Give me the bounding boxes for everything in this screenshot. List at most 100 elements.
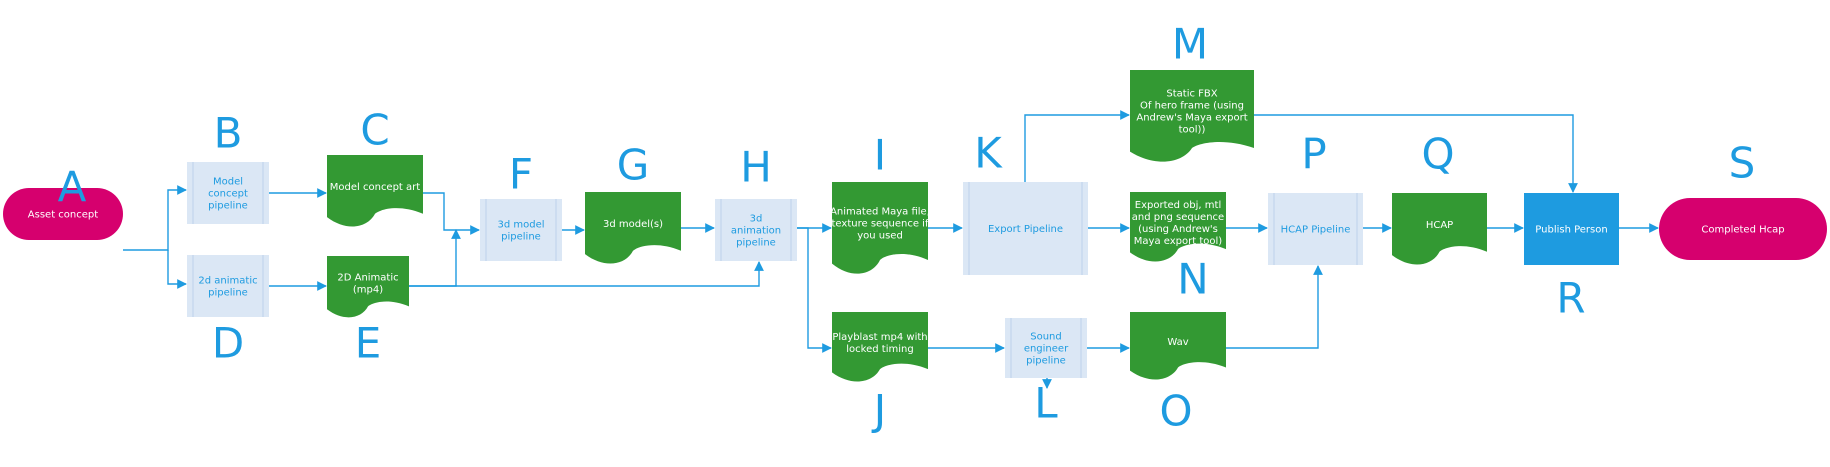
connector-arrow-1 <box>123 185 187 251</box>
node-label-b-line-1: Model <box>213 177 243 188</box>
node-letter-q: Q <box>1421 130 1454 179</box>
node-a: Asset concept <box>3 188 123 240</box>
connector-arrow-6 <box>409 229 461 287</box>
connector-arrow-11 <box>797 227 832 353</box>
node-shape-o <box>1130 312 1226 380</box>
node-label-c-line-1: Model concept art <box>330 182 420 193</box>
node-label-o-line-1: Wav <box>1167 337 1188 348</box>
node-shape-i <box>832 182 928 274</box>
connector-arrow-20 <box>1226 265 1323 349</box>
node-shape-l <box>1005 318 1087 378</box>
node-r: Publish Person <box>1524 193 1619 265</box>
node-letter-e: E <box>355 319 382 368</box>
node-i: Animated Maya file,texture sequence ifyo… <box>830 182 930 274</box>
node-label-q-line-1: HCAP <box>1426 220 1453 231</box>
node-label-m-line-2: Of hero frame (using <box>1140 101 1244 112</box>
node-p: HCAP Pipeline <box>1268 193 1363 265</box>
edges-layer <box>123 110 1659 389</box>
node-s: Completed Hcap <box>1659 198 1827 260</box>
node-c: Model concept art <box>327 155 423 227</box>
node-label-m-line-4: tool)) <box>1179 125 1206 136</box>
connector-arrow-7 <box>409 261 764 287</box>
node-shape-p <box>1268 193 1363 265</box>
node-letter-n: N <box>1177 255 1208 304</box>
node-shape-a <box>3 188 123 240</box>
node-letter-m: M <box>1172 20 1208 69</box>
node-label-l-line-1: Sound <box>1030 332 1062 343</box>
node-label-p-line-1: HCAP Pipeline <box>1281 225 1351 236</box>
node-label-h-line-1: 3d <box>750 214 763 225</box>
node-letter-j: J <box>871 386 886 435</box>
node-letter-b: B <box>214 109 243 158</box>
node-letter-p: P <box>1301 130 1326 179</box>
node-shape-s <box>1659 198 1827 260</box>
node-shape-j <box>832 312 928 382</box>
node-label-r-line-1: Publish Person <box>1535 225 1607 236</box>
node-letter-g: G <box>617 141 650 190</box>
node-letter-s: S <box>1729 139 1756 188</box>
node-letter-d: D <box>212 319 244 368</box>
node-label-f-line-1: 3d model <box>497 220 544 231</box>
node-label-n-line-1: Exported obj, mtl <box>1135 200 1221 211</box>
node-k: Export Pipeline <box>963 182 1088 275</box>
node-label-e-line-2: (mp4) <box>353 285 383 296</box>
node-label-k-line-1: Export Pipeline <box>988 224 1063 235</box>
node-shape-b <box>187 162 269 224</box>
node-label-b-line-3: pipeline <box>208 201 248 212</box>
node-label-i-line-1: Animated Maya file, <box>830 207 930 218</box>
node-letter-a: A <box>58 163 87 212</box>
node-letter-o: O <box>1159 387 1192 436</box>
node-shape-g <box>585 192 681 264</box>
node-label-b-line-2: concept <box>208 189 248 200</box>
node-letter-f: F <box>509 150 533 199</box>
node-shape-e <box>327 256 409 318</box>
node-q: HCAP <box>1392 193 1487 265</box>
node-shape-r <box>1524 193 1619 265</box>
node-label-d-line-1: 2d animatic <box>198 276 257 287</box>
node-letter-h: H <box>740 143 772 192</box>
node-shape-k <box>963 182 1088 275</box>
node-label-j-line-2: locked timing <box>846 344 913 355</box>
node-label-h-line-3: pipeline <box>736 238 776 249</box>
node-shape-d <box>187 255 269 317</box>
node-letter-r: R <box>1556 274 1585 323</box>
node-shape-m <box>1130 70 1254 162</box>
connector-arrow-15 <box>1254 114 1578 193</box>
node-label-f-line-2: pipeline <box>501 232 541 243</box>
connector-arrow-2 <box>167 250 187 289</box>
node-label-d-line-2: pipeline <box>208 288 248 299</box>
node-g: 3d model(s) <box>585 192 681 264</box>
node-label-n-line-2: and png sequence <box>1132 212 1224 223</box>
node-label-i-line-3: you used <box>857 231 903 242</box>
node-label-e-line-1: 2D Animatic <box>337 273 398 284</box>
node-shape-n <box>1130 192 1226 262</box>
node-shape-f <box>480 199 562 261</box>
connector-arrow-13 <box>1024 110 1130 182</box>
node-label-i-line-2: texture sequence if <box>832 219 929 230</box>
node-label-m-line-1: Static FBX <box>1166 89 1217 100</box>
node-label-j-line-1: Playblast mp4 with <box>832 332 927 343</box>
node-shape-h <box>715 199 797 261</box>
node-label-l-line-3: pipeline <box>1026 356 1066 367</box>
node-label-l-line-2: engineer <box>1024 344 1069 355</box>
node-shape-q <box>1392 193 1487 265</box>
connector-arrow-5 <box>423 192 480 235</box>
node-letter-c: C <box>360 106 389 155</box>
node-letter-k: K <box>974 129 1003 178</box>
node-label-n-line-4: Maya export tool) <box>1134 236 1222 247</box>
node-label-s-line-1: Completed Hcap <box>1701 225 1784 236</box>
node-label-m-line-3: Andrew's Maya export <box>1136 113 1247 124</box>
node-e: 2D Animatic(mp4) <box>327 256 409 318</box>
node-shape-c <box>327 155 423 227</box>
